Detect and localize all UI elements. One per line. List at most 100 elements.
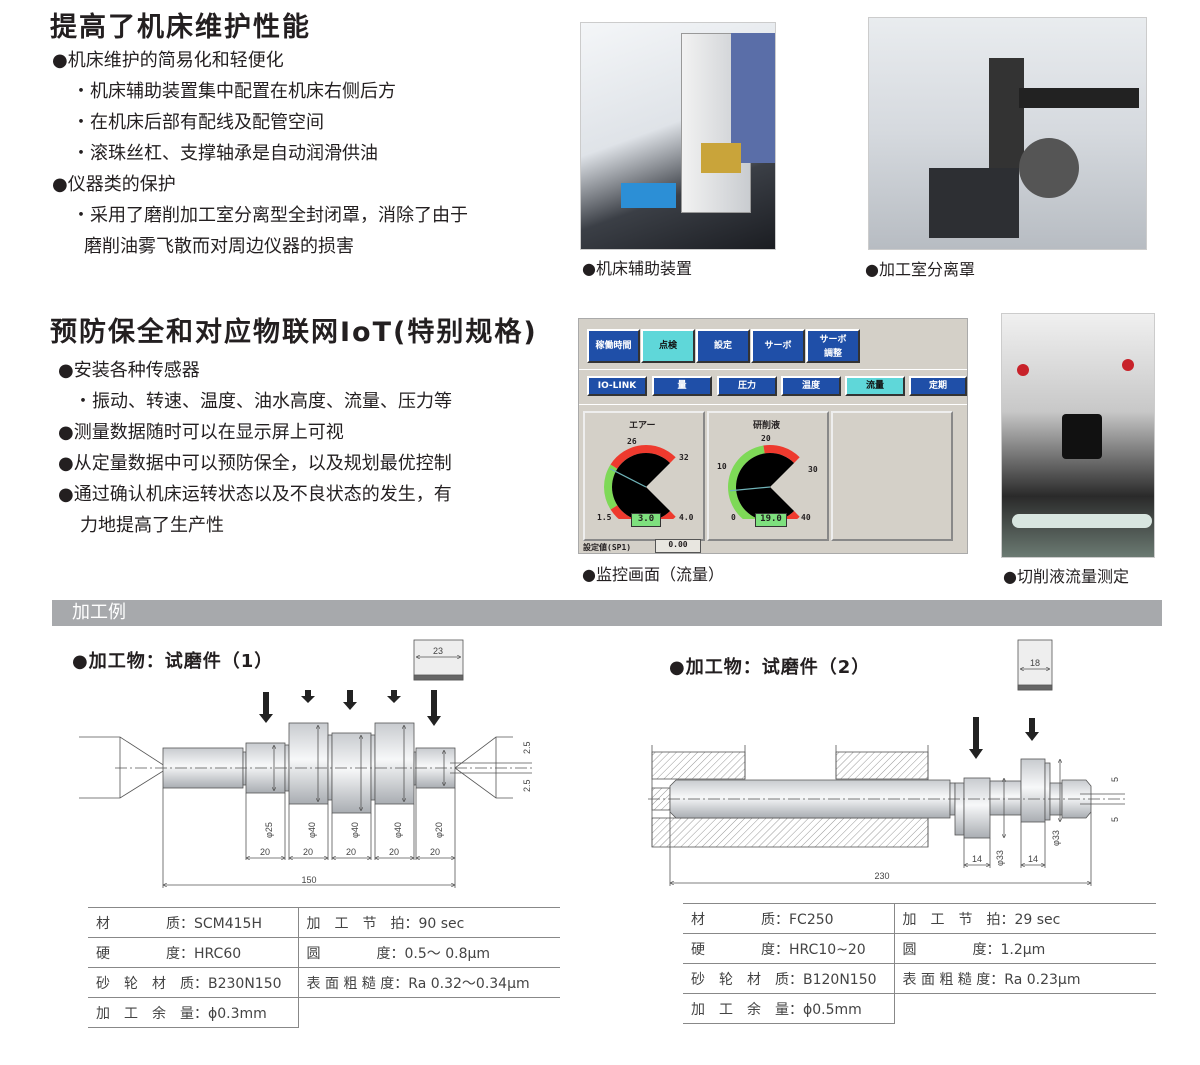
- table-row: 加 工 余 量：ϕ0.5mm: [683, 993, 1156, 1024]
- gauge-green-zone: [728, 445, 765, 519]
- gauge-red-zone: [763, 445, 800, 463]
- empty-panel: [831, 411, 953, 541]
- grinding-arrows: [969, 717, 1039, 759]
- gauge-value: 3.0: [631, 513, 661, 527]
- text-line: ●测量数据随时可以在显示屏上可视: [58, 422, 344, 443]
- subtab-pressure[interactable]: 圧力: [717, 376, 777, 396]
- subtab-periodic[interactable]: 定期: [909, 376, 967, 396]
- spec-cell: [298, 998, 560, 1028]
- gauge-red-zone: [781, 511, 800, 519]
- text-line: 力地提高了生产性: [80, 515, 224, 536]
- text-line: ・机床辅助装置集中配置在机床右侧后方: [72, 81, 396, 102]
- width-label: 20: [346, 847, 356, 857]
- gauge-mark: 30: [808, 465, 818, 474]
- spec-cell: 材 质：SCM415H: [88, 907, 299, 938]
- gauge-needle: [730, 486, 771, 492]
- setpoint-label: 設定値(SP1): [583, 543, 632, 552]
- tab-settings[interactable]: 設定: [696, 329, 750, 363]
- gauge-max: 4.0: [679, 513, 694, 522]
- gauge-mark: 20: [761, 434, 771, 443]
- monitor-screen: 稼働時間 点検 設定 サーボ サーボ 調整 IO-LINK 量 圧力 温度 流量…: [578, 318, 968, 554]
- gauge-red-zone: [610, 445, 676, 469]
- tab-operating-time[interactable]: 稼働時間: [587, 329, 640, 363]
- spec-cell: 砂 轮 材 质：B230N150: [88, 967, 299, 998]
- diameter-label: φ40: [350, 822, 360, 838]
- offset-label: 5: [1110, 777, 1120, 782]
- workpiece-2-labels: 18 φ33 φ33 14 14 230 5 5: [874, 658, 1120, 881]
- photo-coolant-flow: [1001, 313, 1155, 558]
- tab-servo[interactable]: サーボ: [751, 329, 805, 363]
- width-label: 14: [972, 854, 982, 864]
- gauge-max: 40: [801, 513, 811, 522]
- text-line: ・在机床后部有配线及配管空间: [72, 112, 324, 133]
- width-label: 20: [303, 847, 313, 857]
- photo-caption: ●加工室分离罩: [865, 260, 975, 279]
- gauge-mark: 26: [627, 437, 637, 446]
- offset-label: 2.5: [522, 779, 532, 792]
- spec-cell: 加 工 余 量：ϕ0.5mm: [683, 993, 895, 1024]
- spec-cell: 加 工 节 拍：90 sec: [298, 907, 560, 938]
- text-line: ・滚珠丝杠、支撑轴承是自动润滑供油: [72, 143, 378, 164]
- setpoint-value[interactable]: 0.00: [655, 539, 701, 553]
- tab-inspection[interactable]: 点検: [641, 329, 695, 363]
- spec-cell: 圆 度：1.2μm: [894, 933, 1156, 964]
- subtab-temperature[interactable]: 温度: [781, 376, 841, 396]
- tab-servo-adjust[interactable]: サーボ 調整: [806, 329, 860, 363]
- photo-auxiliary-devices: [580, 22, 776, 250]
- gauge-air: [604, 445, 676, 519]
- subtab-io-link[interactable]: IO-LINK: [587, 376, 647, 396]
- subtab-flow[interactable]: 流量: [845, 376, 905, 396]
- example2-title: ●加工物：试磨件（2）: [669, 657, 871, 678]
- gauge-min: 0: [731, 513, 736, 522]
- spec-cell: 加 工 余 量：ϕ0.3mm: [88, 997, 299, 1028]
- diameter-label: φ40: [393, 822, 403, 838]
- workpiece-1-drawing: [79, 639, 532, 888]
- wheel-width-label: 23: [433, 646, 443, 656]
- spec-cell: 材 质：FC250: [683, 903, 895, 934]
- width-label: 20: [430, 847, 440, 857]
- spec-cell: [894, 994, 1156, 1024]
- spec-cell: 硬 度：HRC60: [88, 937, 299, 968]
- total-length-label: 150: [301, 875, 316, 885]
- gauge-red-zone: [610, 505, 676, 519]
- text-line: ・采用了磨削加工室分离型全封闭罩，消除了由于: [72, 205, 468, 226]
- text-line: ●机床维护的简易化和轻便化: [52, 50, 284, 71]
- spec-cell: 硬 度：HRC10~20: [683, 933, 895, 964]
- width-label: 20: [260, 847, 270, 857]
- workpiece-2-drawing: [648, 639, 1125, 886]
- gauge-needle: [610, 468, 647, 488]
- diameter-label: φ25: [264, 822, 274, 838]
- gauge-panel-air: エアー 26 32 1.5 4.0 3.0: [583, 411, 705, 541]
- gauge-face: [736, 453, 795, 519]
- text-line: ・振动、转速、温度、油水高度、流量、压力等: [74, 391, 452, 412]
- table-row: 加 工 余 量：ϕ0.3mm: [88, 997, 560, 1028]
- text-line: ●安装各种传感器: [58, 360, 200, 381]
- section2-title: 预防保全和对应物联网IoT(特别规格): [50, 317, 538, 348]
- diameter-label: φ40: [307, 822, 317, 838]
- subtab-amount[interactable]: 量: [652, 376, 712, 396]
- gauge-green-zone: [604, 464, 618, 510]
- gauge-coolant: [728, 445, 800, 519]
- gauge-panel-coolant: 研削液 20 10 30 0 40 19.0: [707, 411, 829, 541]
- text-line: 磨削油雾飞散而对周边仪器的损害: [84, 236, 354, 257]
- grinding-arrows: [259, 690, 441, 726]
- gauge-value: 19.0: [755, 513, 787, 527]
- photo-caption: ●切削液流量测定: [1003, 567, 1129, 586]
- total-length-label: 230: [874, 871, 889, 881]
- spec-cell: 圆 度：0.5～ 0.8μm: [298, 937, 560, 968]
- spec-cell: 加 工 节 拍：29 sec: [894, 903, 1156, 934]
- gauge-mark: 10: [717, 462, 727, 471]
- text-line: ●仪器类的保护: [52, 174, 176, 195]
- gauge-face: [612, 453, 671, 519]
- photo-caption: ●监控画面（流量）: [582, 565, 724, 584]
- gauge-title: エアー: [629, 421, 656, 431]
- workpiece-1-labels: 23 φ25 φ40 φ40 φ40 φ20 20 20 20 20 20 15…: [260, 646, 532, 885]
- section-bar-examples: 加工例: [52, 600, 1162, 626]
